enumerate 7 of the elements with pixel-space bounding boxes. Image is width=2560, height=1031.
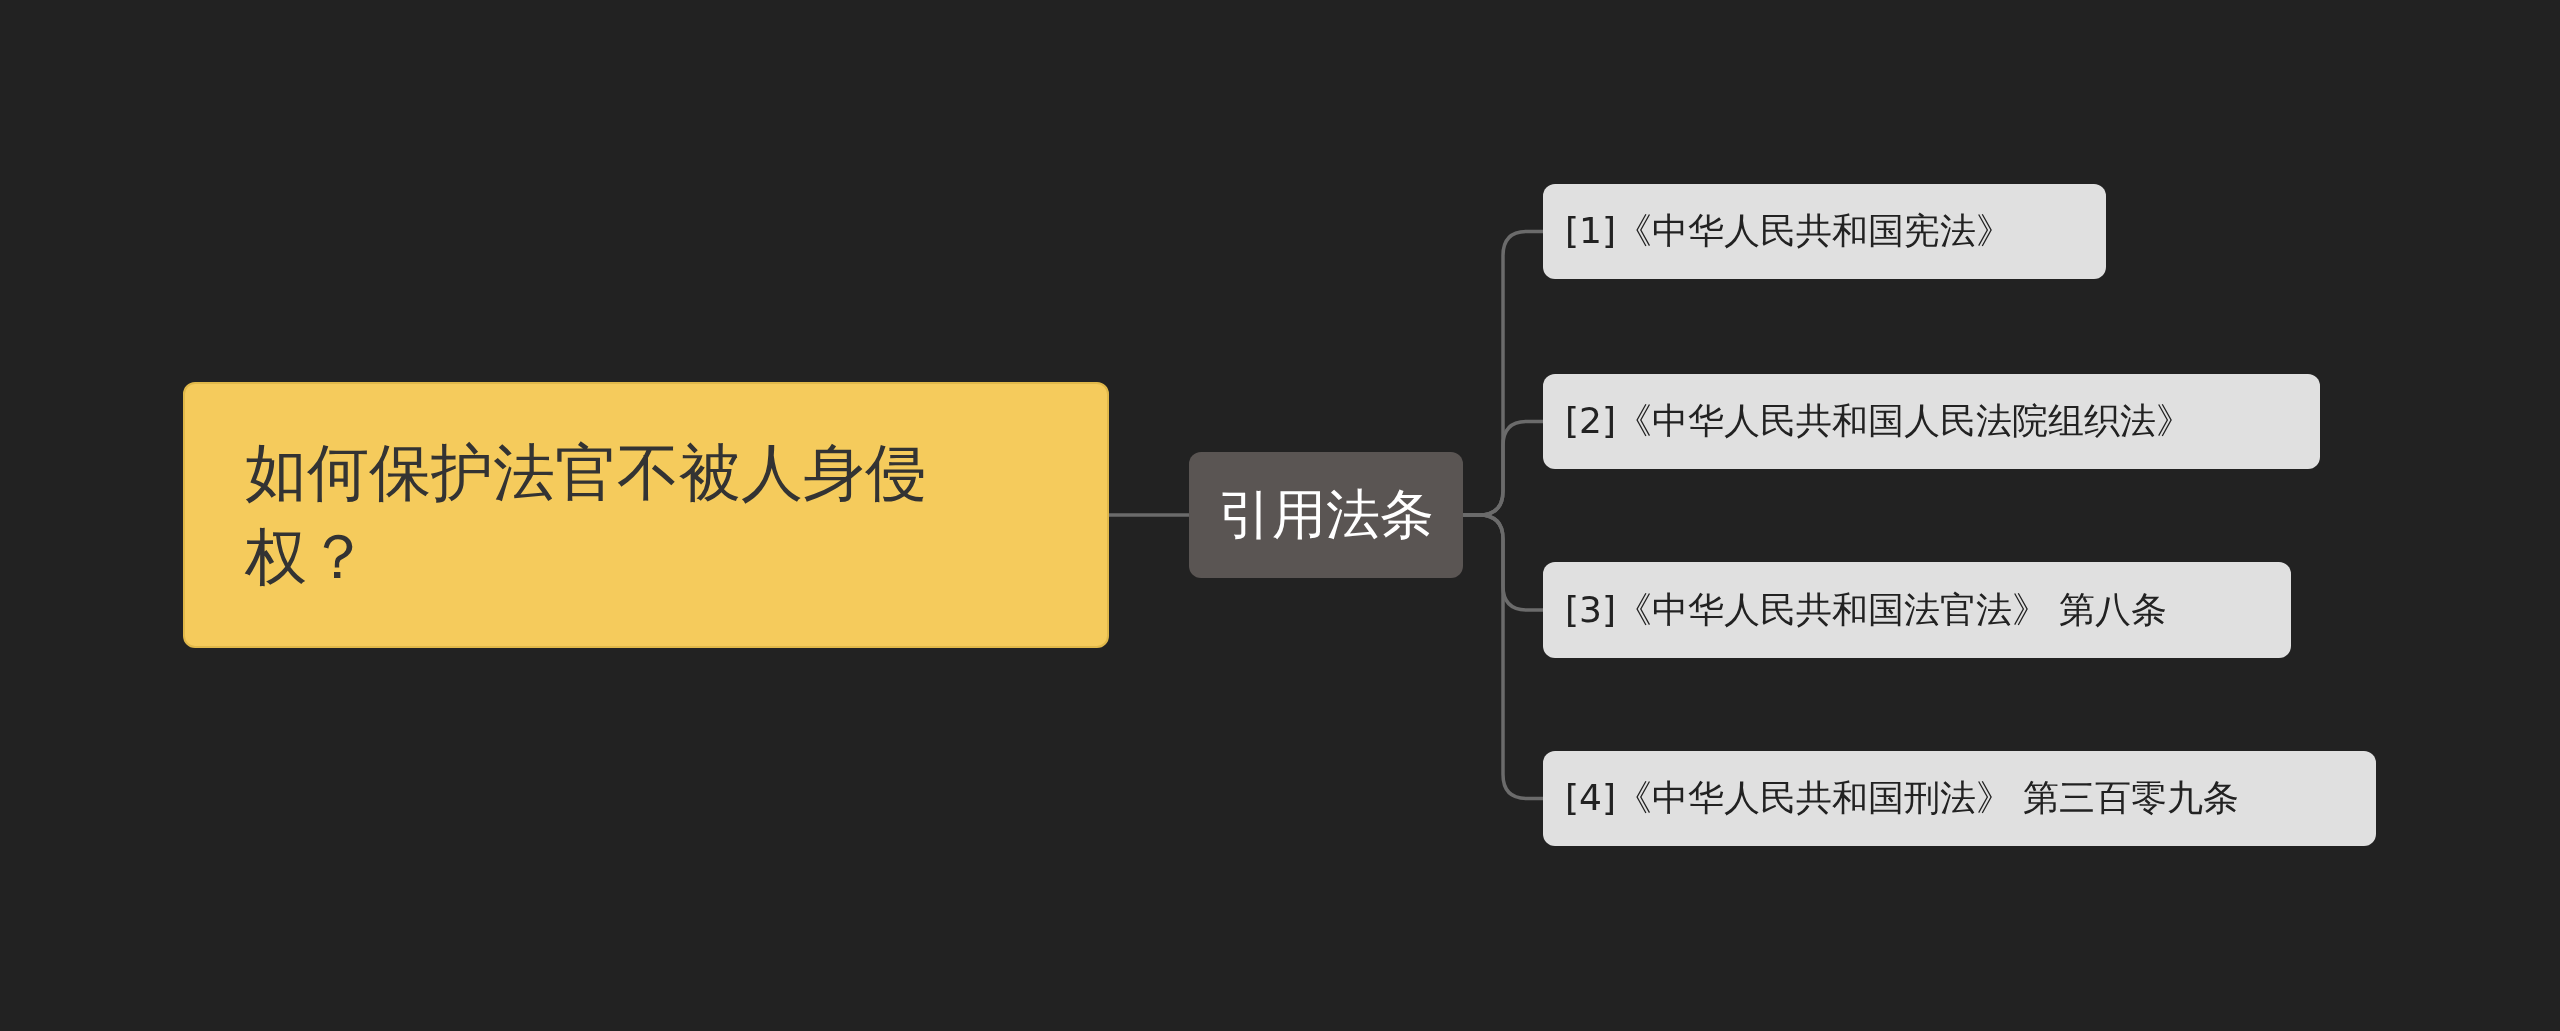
leaf-box: [1]《中华人民共和国宪法》 (1543, 184, 2106, 279)
leaf-box: [3]《中华人民共和国法官法》 第八条 (1543, 562, 2291, 658)
connector-line (1109, 513, 1189, 517)
leaf-box: [2]《中华人民共和国人民法院组织法》 (1543, 374, 2320, 469)
topic-box: 如何保护法官不被人身侵权？ (183, 382, 1109, 648)
leaf-box: [4]《中华人民共和国刑法》 第三百零九条 (1543, 751, 2376, 846)
subtopic-box: 引用法条 (1189, 452, 1463, 578)
